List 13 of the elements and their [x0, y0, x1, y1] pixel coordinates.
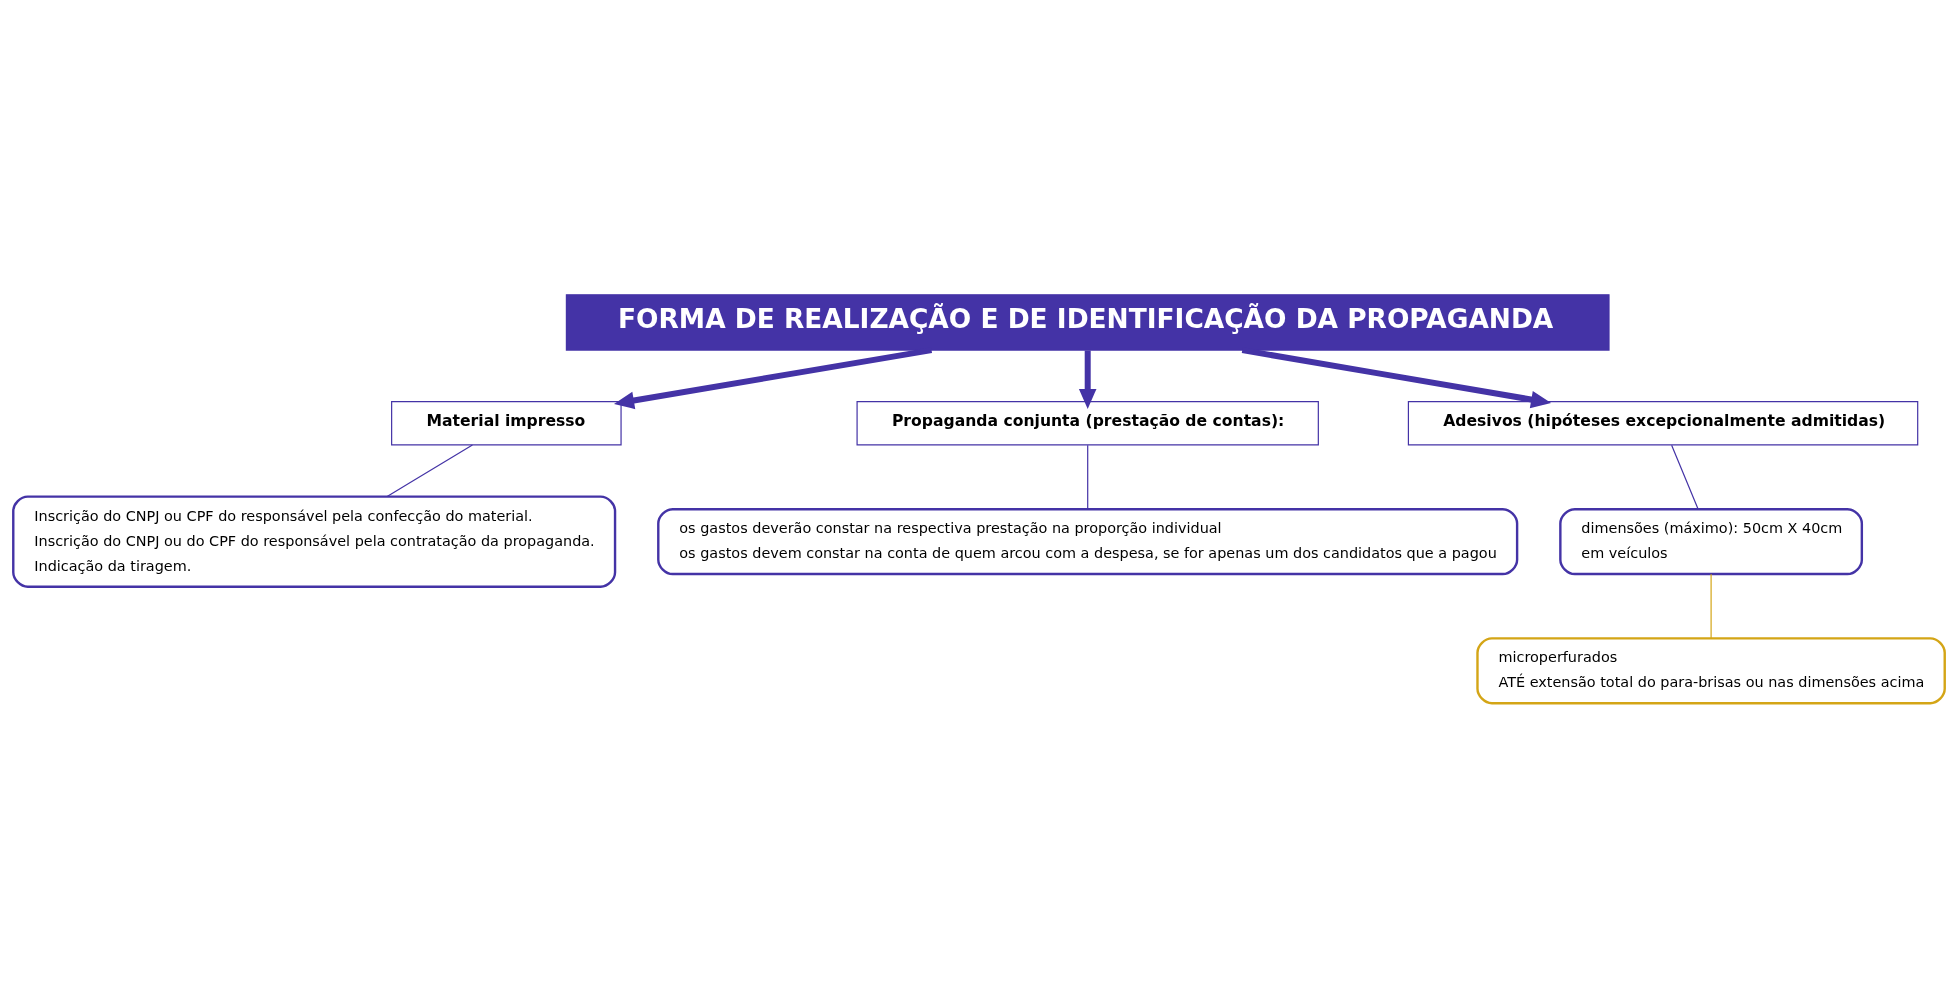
node-box: Inscrição do CNPJ ou CPF do responsável pela confecção do material. Inscrição do CNPJ ou do CPF do responsável pela contratação da propaganda. Indicação da tiragem.: [12, 494, 617, 588]
node-box: Material impresso: [391, 400, 622, 446]
connector: [386, 443, 474, 497]
node-box: FORMA DE REALIZAÇÃO E DE IDENTIFICAÇÃO DA PROPAGANDA: [565, 293, 1610, 351]
connector: [1710, 573, 1712, 639]
node-box: dimensões (máximo): 50cm X 40cm em veículos: [1559, 507, 1864, 575]
node-box: Propaganda conjunta (prestação de contas):: [856, 400, 1319, 446]
node-box: Adesivos (hipóteses excepcionalmente admitidas): [1407, 400, 1919, 446]
arrow: [1078, 350, 1097, 409]
node-box: microperfurados ATÉ extensão total do para-brisas ou nas dimensões acima: [1476, 636, 1946, 704]
node-box: os gastos deverão constar na respectiva prestação na proporção individual os gastos devem constar na conta de quem arcou com a despesa, se for apenas um dos candidatos que a pagou: [657, 507, 1519, 575]
connector: [1671, 444, 1699, 510]
connector: [1087, 444, 1089, 510]
